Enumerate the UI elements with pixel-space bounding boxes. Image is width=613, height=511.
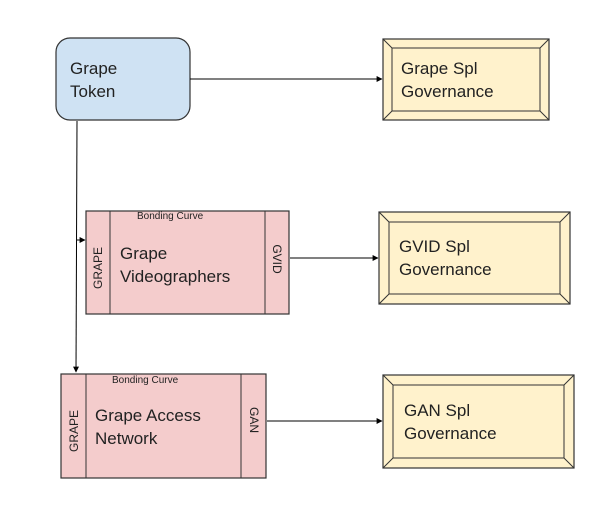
gvid-spl-label-2: Governance	[399, 260, 492, 279]
edge-token-to-access-network	[73, 120, 80, 373]
grape-access-network-node	[60, 373, 267, 479]
gan-spl-label-1: GAN Spl	[404, 401, 471, 420]
grape-spl-governance-node	[382, 38, 550, 121]
gvid-spl-label-1: GVID Spl	[399, 237, 470, 256]
grape-token-label-2: Token	[70, 82, 116, 101]
access-network-gan-side-label: GAN	[247, 406, 261, 434]
gvid-spl-governance-node	[378, 211, 571, 305]
videographers-grape-side-label: GRAPE	[91, 246, 105, 290]
videographers-label-2: Videographers	[120, 267, 231, 286]
grape-videographers-node	[85, 210, 290, 315]
access-network-grape-side-label: GRAPE	[67, 409, 81, 453]
access-network-label-2: Network	[95, 429, 158, 448]
videographers-gvid-side-label: GVID	[270, 244, 284, 274]
videographers-bonding-curve-label: Bonding Curve	[137, 211, 204, 222]
grape-token-label-1: Grape	[70, 59, 118, 78]
gan-spl-governance-node	[382, 374, 575, 469]
gan-spl-label-2: Governance	[404, 424, 497, 443]
grape-spl-label-2: Governance	[401, 82, 494, 101]
access-network-label-1: Grape Access	[95, 406, 201, 425]
access-network-bonding-curve-label: Bonding Curve	[112, 375, 179, 386]
grape-spl-label-1: Grape Spl	[401, 59, 478, 78]
videographers-label-1: Grape	[120, 244, 168, 263]
